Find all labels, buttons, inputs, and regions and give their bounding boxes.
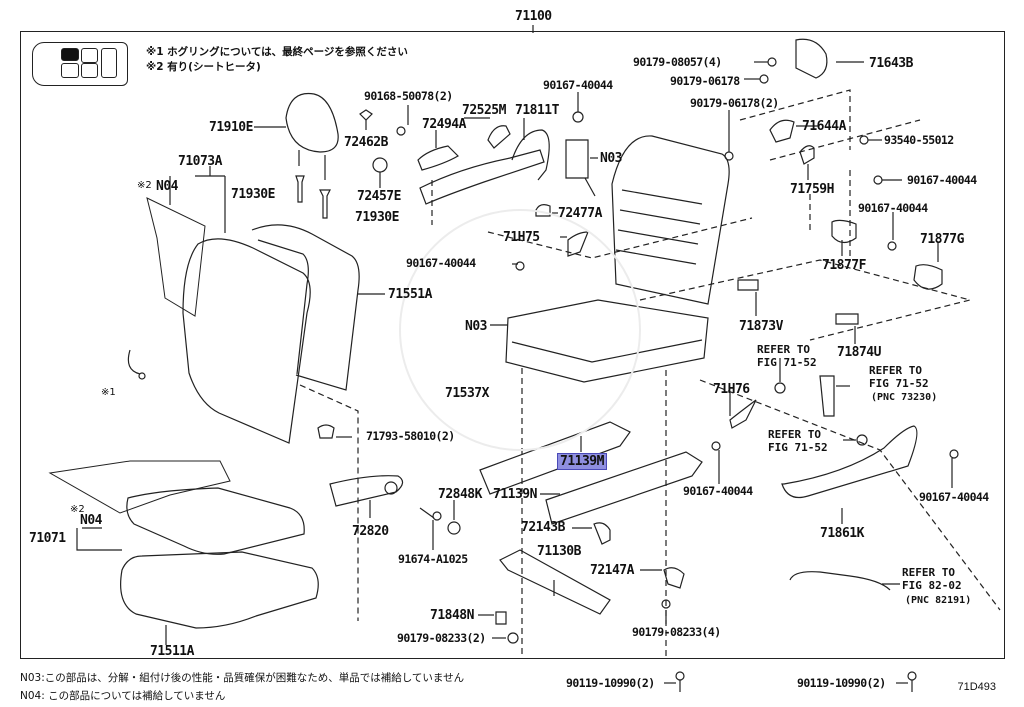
part-label-90179-08057[interactable]: 90179-08057(4) [633, 55, 722, 69]
part-label-71877G[interactable]: 71877G [920, 232, 964, 247]
legend-note-2: ※2 有り(シートヒータ) [146, 61, 261, 73]
heater-mark-cushion: ※2 [70, 504, 85, 515]
diagram-frame [20, 31, 1005, 659]
part-label-N04-cushion[interactable]: N04 [80, 513, 102, 528]
hog-ring-mark: ※1 [101, 387, 116, 398]
heater-mark-back: ※2 [137, 180, 152, 191]
refer-to-fig-71-52-a[interactable]: REFER TO FIG 71-52 [757, 343, 817, 369]
seat-right-icon [101, 48, 117, 78]
part-label-N04-back[interactable]: N04 [156, 179, 178, 194]
part-label-71930E-left[interactable]: 71930E [231, 187, 275, 202]
pnc-73230: (PNC 73230) [871, 392, 938, 403]
part-label-72477A[interactable]: 72477A [558, 206, 602, 221]
part-label-90179-08233-2[interactable]: 90179-08233(2) [397, 631, 486, 645]
part-label-N03-airbag[interactable]: N03 [600, 151, 622, 166]
part-label-71793-58010[interactable]: 71793-58010(2) [366, 429, 455, 443]
part-label-90179-06178[interactable]: 90179-06178 [670, 74, 740, 88]
part-label-71644A[interactable]: 71644A [802, 119, 846, 134]
part-label-72494A[interactable]: 72494A [422, 117, 466, 132]
part-label-71073A[interactable]: 71073A [178, 154, 222, 169]
seat-cushion-frame-drawing [505, 299, 709, 383]
part-label-72143B[interactable]: 72143B [521, 520, 565, 535]
seat-cushion-cover-drawing [120, 551, 319, 629]
seat-rail-upper-drawing [479, 421, 631, 495]
footnote-n03: N03:この部品は、分解・組付け後の性能・品質確保が困難なため、単品では補給して… [20, 672, 465, 684]
seat-position-selector-icon [32, 42, 128, 86]
seat-adjuster-bar-drawing [499, 549, 611, 615]
footnote-n04: N04: この部品については補給していません [20, 690, 226, 702]
part-label-90168-50078[interactable]: 90168-50078(2) [364, 89, 453, 103]
part-label-72820[interactable]: 72820 [352, 524, 389, 539]
part-label-71H75[interactable]: 71H75 [503, 230, 540, 245]
part-label-71811T[interactable]: 71811T [515, 103, 559, 118]
part-label-72462B[interactable]: 72462B [344, 135, 388, 150]
part-label-71861K[interactable]: 71861K [820, 526, 864, 541]
refer-to-fig-71-52-b[interactable]: REFER TO FIG 71-52 [869, 364, 929, 390]
seat-rear-left-icon [61, 63, 79, 78]
seat-front-mid-icon [81, 48, 98, 63]
part-label-71873V[interactable]: 71873V [739, 319, 783, 334]
part-label-71139N[interactable]: 71139N [493, 487, 537, 502]
part-label-71910E[interactable]: 71910E [209, 120, 253, 135]
part-label-71848N[interactable]: 71848N [430, 608, 474, 623]
part-label-90167-40044-mid[interactable]: 90167-40044 [406, 256, 476, 270]
part-label-71H76[interactable]: 71H76 [713, 382, 750, 397]
side-cover-drawing [781, 425, 918, 499]
part-label-90167-40044-r2[interactable]: 90167-40044 [858, 201, 928, 215]
assembly-label[interactable]: 71100 [515, 9, 552, 24]
seat-cushion-pad-drawing [126, 487, 305, 555]
part-label-90167-40044-top[interactable]: 90167-40044 [543, 78, 613, 92]
part-label-71643B[interactable]: 71643B [869, 56, 913, 71]
part-label-72848K[interactable]: 72848K [438, 487, 482, 502]
headrest-drawing [285, 92, 339, 153]
refer-to-fig-82-02[interactable]: REFER TO FIG 82-02 [902, 566, 962, 592]
refer-to-fig-71-52-c[interactable]: REFER TO FIG 71-52 [768, 428, 828, 454]
part-label-71874U[interactable]: 71874U [837, 345, 881, 360]
part-label-90167-40044-low2[interactable]: 90167-40044 [919, 490, 989, 504]
figure-code: 71D493 [957, 681, 996, 693]
part-label-90179-08233-4[interactable]: 90179-08233(4) [632, 625, 721, 639]
part-label-90167-40044-low[interactable]: 90167-40044 [683, 484, 753, 498]
part-label-71930E-right[interactable]: 71930E [355, 210, 399, 225]
seat-back-frame-drawing [611, 135, 730, 305]
part-label-91674-A1025[interactable]: 91674-A1025 [398, 552, 468, 566]
part-label-93540-55012[interactable]: 93540-55012 [884, 133, 954, 147]
part-label-72457E[interactable]: 72457E [357, 189, 401, 204]
part-label-90119-10990-b[interactable]: 90119-10990(2) [797, 676, 886, 690]
part-label-71139M-highlighted[interactable]: 71139M [557, 453, 607, 470]
part-label-71759H[interactable]: 71759H [790, 182, 834, 197]
legend-note-1: ※1 ホグリングについては、最終ページを参照ください [146, 46, 408, 58]
part-label-71511A[interactable]: 71511A [150, 644, 194, 659]
seat-rear-mid-icon [81, 63, 98, 78]
part-label-71071[interactable]: 71071 [29, 531, 66, 546]
part-label-71537X[interactable]: 71537X [445, 386, 489, 401]
part-label-90167-40044-right[interactable]: 90167-40044 [907, 173, 977, 187]
seat-front-left-icon [61, 48, 79, 61]
part-label-71551A[interactable]: 71551A [388, 287, 432, 302]
pnc-82191: (PNC 82191) [905, 595, 972, 606]
seat-back-pad-drawing [182, 238, 311, 444]
part-label-72525M[interactable]: 72525M [462, 103, 506, 118]
part-label-71877F[interactable]: 71877F [822, 258, 866, 273]
seat-rail-lower-drawing [545, 451, 703, 525]
part-label-72147A[interactable]: 72147A [590, 563, 634, 578]
part-label-N03-frame[interactable]: N03 [465, 319, 487, 334]
part-label-90119-10990-a[interactable]: 90119-10990(2) [566, 676, 655, 690]
part-label-90179-06178-2[interactable]: 90179-06178(2) [690, 96, 779, 110]
part-label-71130B[interactable]: 71130B [537, 544, 581, 559]
